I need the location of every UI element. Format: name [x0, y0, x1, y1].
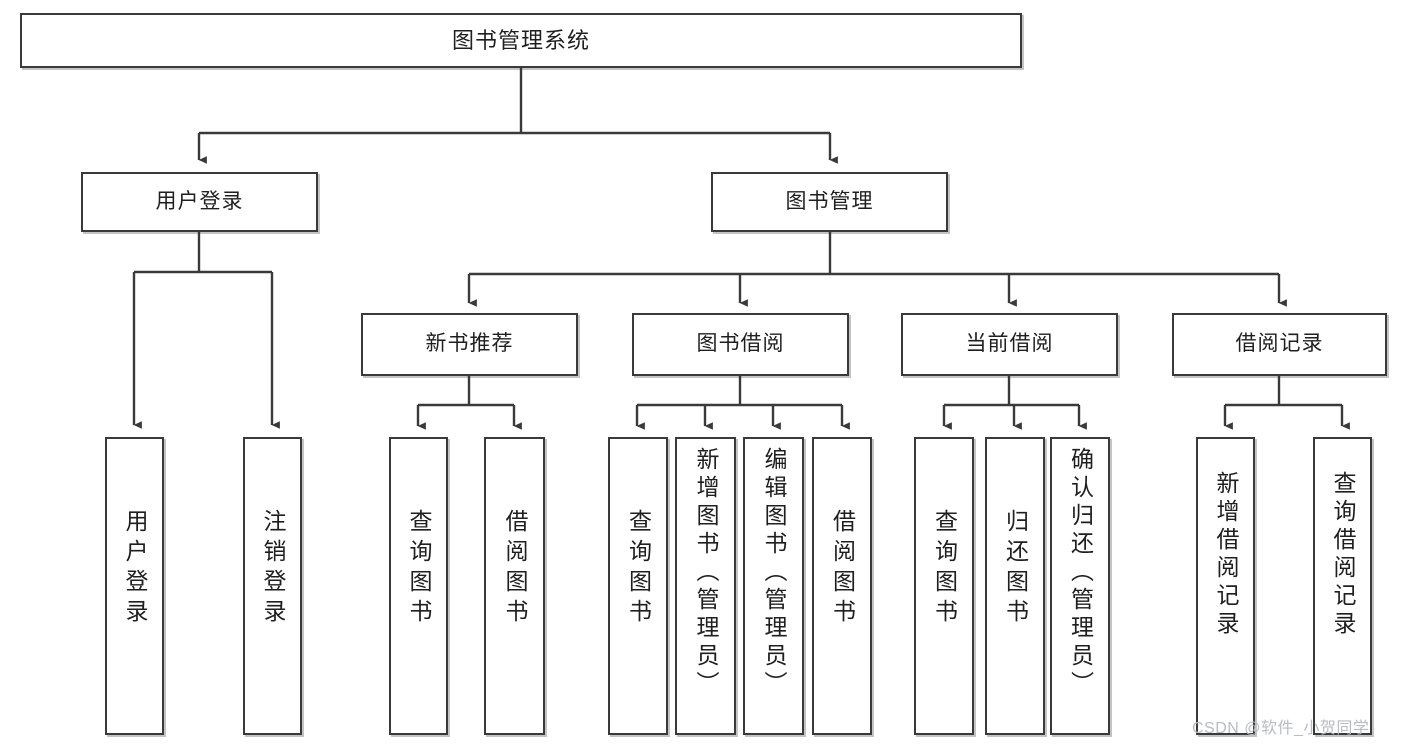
leaf-query-book-3-label: 查询图书 — [931, 509, 958, 629]
node-root-label: 图书管理系统 — [451, 27, 590, 53]
node-book-management-label: 图书管理 — [785, 189, 874, 213]
leaf-query-borrow-record[interactable]: 查询借阅记录 — [1313, 437, 1372, 735]
node-user-login-label: 用户登录 — [155, 189, 244, 213]
leaf-query-book-3[interactable]: 查询图书 — [914, 437, 974, 735]
leaf-user-login[interactable]: 用户登录 — [105, 437, 164, 735]
leaf-return-book[interactable]: 归还图书 — [985, 437, 1045, 735]
node-user-login[interactable]: 用户登录 — [81, 172, 318, 232]
leaf-borrow-book-1-label: 借阅图书 — [502, 509, 528, 629]
leaf-borrow-book-1[interactable]: 借阅图书 — [484, 437, 545, 735]
node-new-book-recommend[interactable]: 新书推荐 — [361, 313, 578, 376]
leaf-borrow-book-2-label: 借阅图书 — [829, 509, 856, 629]
leaf-add-book-admin-label: 新增图书（管理员） — [693, 447, 719, 699]
node-current-borrow-label: 当前借阅 — [965, 332, 1054, 356]
leaf-query-book-1-label: 查询图书 — [406, 509, 432, 629]
node-book-management[interactable]: 图书管理 — [711, 172, 948, 232]
leaf-return-book-label: 归还图书 — [1002, 509, 1029, 629]
node-new-book-recommend-label: 新书推荐 — [425, 332, 514, 356]
node-book-borrow-label: 图书借阅 — [696, 332, 785, 356]
node-book-borrow[interactable]: 图书借阅 — [632, 313, 849, 376]
leaf-add-borrow-record[interactable]: 新增借阅记录 — [1196, 437, 1255, 735]
leaf-add-borrow-record-label: 新增借阅记录 — [1213, 471, 1239, 639]
leaf-edit-book-admin-label: 编辑图书（管理员） — [761, 447, 787, 699]
node-borrow-record-label: 借阅记录 — [1235, 332, 1324, 356]
node-current-borrow[interactable]: 当前借阅 — [901, 313, 1118, 376]
leaf-confirm-return-admin-label: 确认归还（管理员） — [1067, 447, 1094, 699]
leaf-query-book-1[interactable]: 查询图书 — [389, 437, 448, 735]
leaf-logout[interactable]: 注销登录 — [243, 437, 302, 735]
leaf-confirm-return-admin[interactable]: 确认归还（管理员） — [1050, 437, 1110, 735]
leaf-user-login-label: 用户登录 — [122, 509, 148, 629]
node-borrow-record[interactable]: 借阅记录 — [1172, 313, 1387, 376]
leaf-query-book-2[interactable]: 查询图书 — [608, 437, 668, 735]
leaf-edit-book-admin[interactable]: 编辑图书（管理员） — [743, 437, 804, 735]
leaf-logout-label: 注销登录 — [260, 509, 286, 629]
leaf-add-book-admin[interactable]: 新增图书（管理员） — [675, 437, 736, 735]
leaf-query-book-2-label: 查询图书 — [625, 509, 652, 629]
node-root[interactable]: 图书管理系统 — [20, 13, 1022, 68]
csdn-watermark: CSDN @软件_小贺同学 — [1192, 720, 1370, 737]
leaf-query-borrow-record-label: 查询借阅记录 — [1330, 471, 1356, 639]
leaf-borrow-book-2[interactable]: 借阅图书 — [812, 437, 872, 735]
